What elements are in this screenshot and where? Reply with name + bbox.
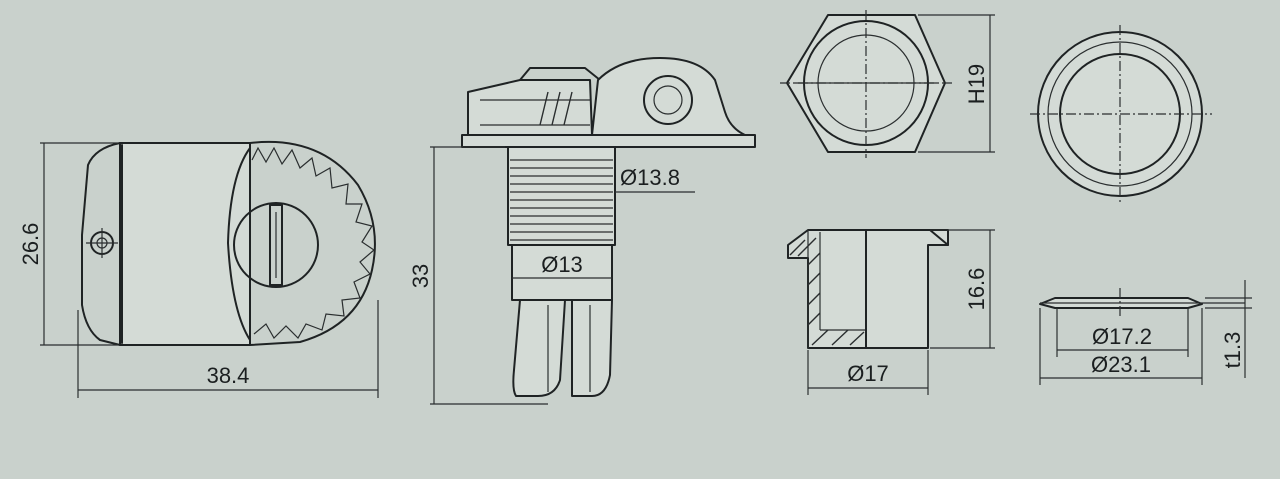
washer-top-view	[1030, 25, 1212, 205]
dim-thread-diameter: Ø13.8	[620, 165, 680, 190]
dim-lock-height: 26.6	[18, 223, 43, 266]
thread-lines	[510, 159, 613, 241]
washer-dimensions: Ø17.2 Ø23.1 t1.3	[1039, 280, 1252, 385]
dim-shank-diameter: Ø13	[541, 252, 583, 277]
hex-nut-section-dimensions: 16.6 Ø17	[807, 229, 995, 395]
hex-nut-top-view	[780, 10, 955, 158]
front-view-dimensions: 26.6 38.4	[18, 142, 379, 398]
dim-nut-diameter: Ø17	[847, 361, 889, 386]
washer-side-view	[1039, 288, 1245, 318]
dim-washer-outer-diameter: Ø23.1	[1091, 352, 1151, 377]
dim-lock-length: 38.4	[207, 363, 250, 388]
front-view	[81, 140, 376, 346]
dim-nut-height: 16.6	[964, 268, 989, 311]
dim-washer-inner-diameter: Ø17.2	[1092, 324, 1152, 349]
hex-nut-section-view	[787, 229, 949, 349]
section-hatch	[789, 237, 865, 346]
dim-washer-thickness: t1.3	[1220, 332, 1245, 369]
dim-nut-hex: H19	[964, 64, 989, 104]
side-view	[461, 57, 756, 397]
side-view-dimensions: 33 Ø13.8 Ø13	[408, 146, 695, 405]
hex-nut-top-dimensions: H19	[918, 14, 995, 153]
dim-body-height: 33	[408, 264, 433, 288]
